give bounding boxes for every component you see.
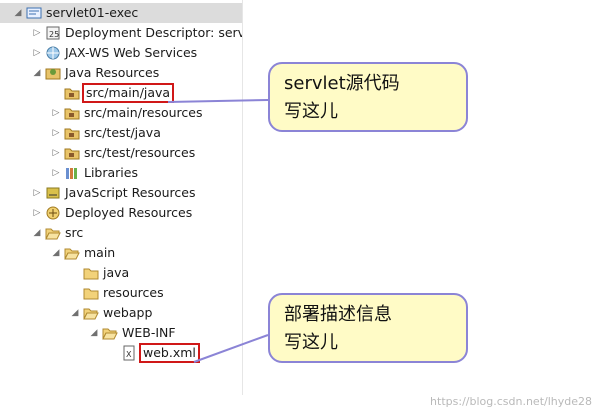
collapsed-arrow-icon[interactable]: ▷ <box>52 108 60 118</box>
tree-item[interactable]: ▷ 25 Deployment Descriptor: servle <box>0 23 242 43</box>
folder-open-icon <box>83 305 99 321</box>
source-folder-icon <box>64 105 80 121</box>
callout-servlet-line2: 写这儿 <box>284 101 338 122</box>
svg-text:25: 25 <box>49 30 59 39</box>
folder-icon <box>83 285 99 301</box>
tree-item[interactable]: ▷ Libraries <box>0 163 242 183</box>
collapsed-arrow-icon[interactable]: ▷ <box>52 168 60 178</box>
callout-servlet-line1: servlet源代码 <box>284 73 400 94</box>
expanded-arrow-icon[interactable]: ◢ <box>52 248 60 258</box>
tree-item-label: WEB-INF <box>122 325 176 340</box>
tree-item[interactable]: ◢ Java Resources <box>0 63 242 83</box>
folder-open-icon <box>102 325 118 341</box>
expanded-arrow-icon[interactable]: ◢ <box>33 68 41 78</box>
callout-servlet-source: servlet源代码 写这儿 <box>268 62 468 132</box>
javascript-resources-icon <box>45 185 61 201</box>
callout-deployment-descriptor: 部署描述信息 写这儿 <box>268 293 468 363</box>
expanded-arrow-icon[interactable]: ◢ <box>14 8 22 18</box>
collapsed-arrow-icon[interactable]: ▷ <box>33 28 41 38</box>
tree-item[interactable]: ▷ src/test/resources <box>0 143 242 163</box>
tree-item[interactable]: ▷ src/main/resources <box>0 103 242 123</box>
tree-item-label: resources <box>103 285 164 300</box>
collapsed-arrow-icon[interactable]: ▷ <box>33 48 41 58</box>
tree-item[interactable]: ◢ WEB-INF <box>0 323 242 343</box>
tree-item-label: main <box>84 245 116 260</box>
twisty-spacer <box>107 347 119 359</box>
expanded-arrow-icon[interactable]: ◢ <box>71 308 79 318</box>
expanded-arrow-icon[interactable]: ◢ <box>90 328 98 338</box>
folder-icon <box>83 265 99 281</box>
tree-item[interactable]: resources <box>0 283 242 303</box>
tree-item-label: JAX-WS Web Services <box>65 45 198 60</box>
tree-item-label: Java Resources <box>65 65 160 80</box>
tree-item-label: web.xml <box>139 343 200 363</box>
project-explorer-tree[interactable]: ◢ servlet01-exec ▷ 25 Deployment Descriptor:… <box>0 0 243 395</box>
tree-item-label: servlet01-exec <box>46 5 139 20</box>
tree-item[interactable]: ◢ webapp <box>0 303 242 323</box>
collapsed-arrow-icon[interactable]: ▷ <box>52 148 60 158</box>
java-resources-icon <box>45 65 61 81</box>
twisty-spacer <box>69 287 81 299</box>
tree-item-label: src <box>65 225 84 240</box>
source-folder-icon <box>64 125 80 141</box>
callout-descriptor-line2: 写这儿 <box>284 332 338 353</box>
source-folder-icon <box>64 85 80 101</box>
callout-descriptor-line1: 部署描述信息 <box>284 304 392 325</box>
tree-item-label: Deployed Resources <box>65 205 193 220</box>
tree-item[interactable]: ◢ src <box>0 223 242 243</box>
twisty-spacer <box>50 87 62 99</box>
twisty-spacer <box>69 267 81 279</box>
web-services-icon <box>45 45 61 61</box>
collapsed-arrow-icon[interactable]: ▷ <box>33 208 41 218</box>
tree-item[interactable]: ◢ servlet01-exec <box>0 3 242 23</box>
watermark: https://blog.csdn.net/lhyde28 <box>430 395 592 408</box>
deployed-resources-icon <box>45 205 61 221</box>
xml-file-icon: X <box>121 345 137 361</box>
expanded-arrow-icon[interactable]: ◢ <box>33 228 41 238</box>
tree-item-label: java <box>103 265 130 280</box>
tree-item[interactable]: ▷ src/test/java <box>0 123 242 143</box>
tree-item[interactable]: ▷ Deployed Resources <box>0 203 242 223</box>
folder-open-icon <box>64 245 80 261</box>
libraries-icon <box>64 165 80 181</box>
tree-item[interactable]: src/main/java <box>0 83 242 103</box>
folder-open-icon <box>45 225 61 241</box>
deployment-descriptor-icon: 25 <box>45 25 61 41</box>
tree-item-label: Libraries <box>84 165 138 180</box>
tree-item-label: Deployment Descriptor: servle <box>65 25 243 40</box>
web-project-icon <box>26 5 42 21</box>
tree-item-label: src/main/java <box>81 83 175 103</box>
source-folder-icon <box>64 145 80 161</box>
tree-item-label: src/test/resources <box>84 145 196 160</box>
tree-item-label: webapp <box>103 305 153 320</box>
tree-item[interactable]: ▷ JavaScript Resources <box>0 183 242 203</box>
tree-item[interactable]: ◢ main <box>0 243 242 263</box>
svg-text:X: X <box>126 350 132 359</box>
tree-item-label: src/main/resources <box>84 105 203 120</box>
collapsed-arrow-icon[interactable]: ▷ <box>52 128 60 138</box>
tree-item-label: src/test/java <box>84 125 161 140</box>
tree-item-label: JavaScript Resources <box>65 185 196 200</box>
tree-item[interactable]: java <box>0 263 242 283</box>
collapsed-arrow-icon[interactable]: ▷ <box>33 188 41 198</box>
tree-item[interactable]: ▷ JAX-WS Web Services <box>0 43 242 63</box>
